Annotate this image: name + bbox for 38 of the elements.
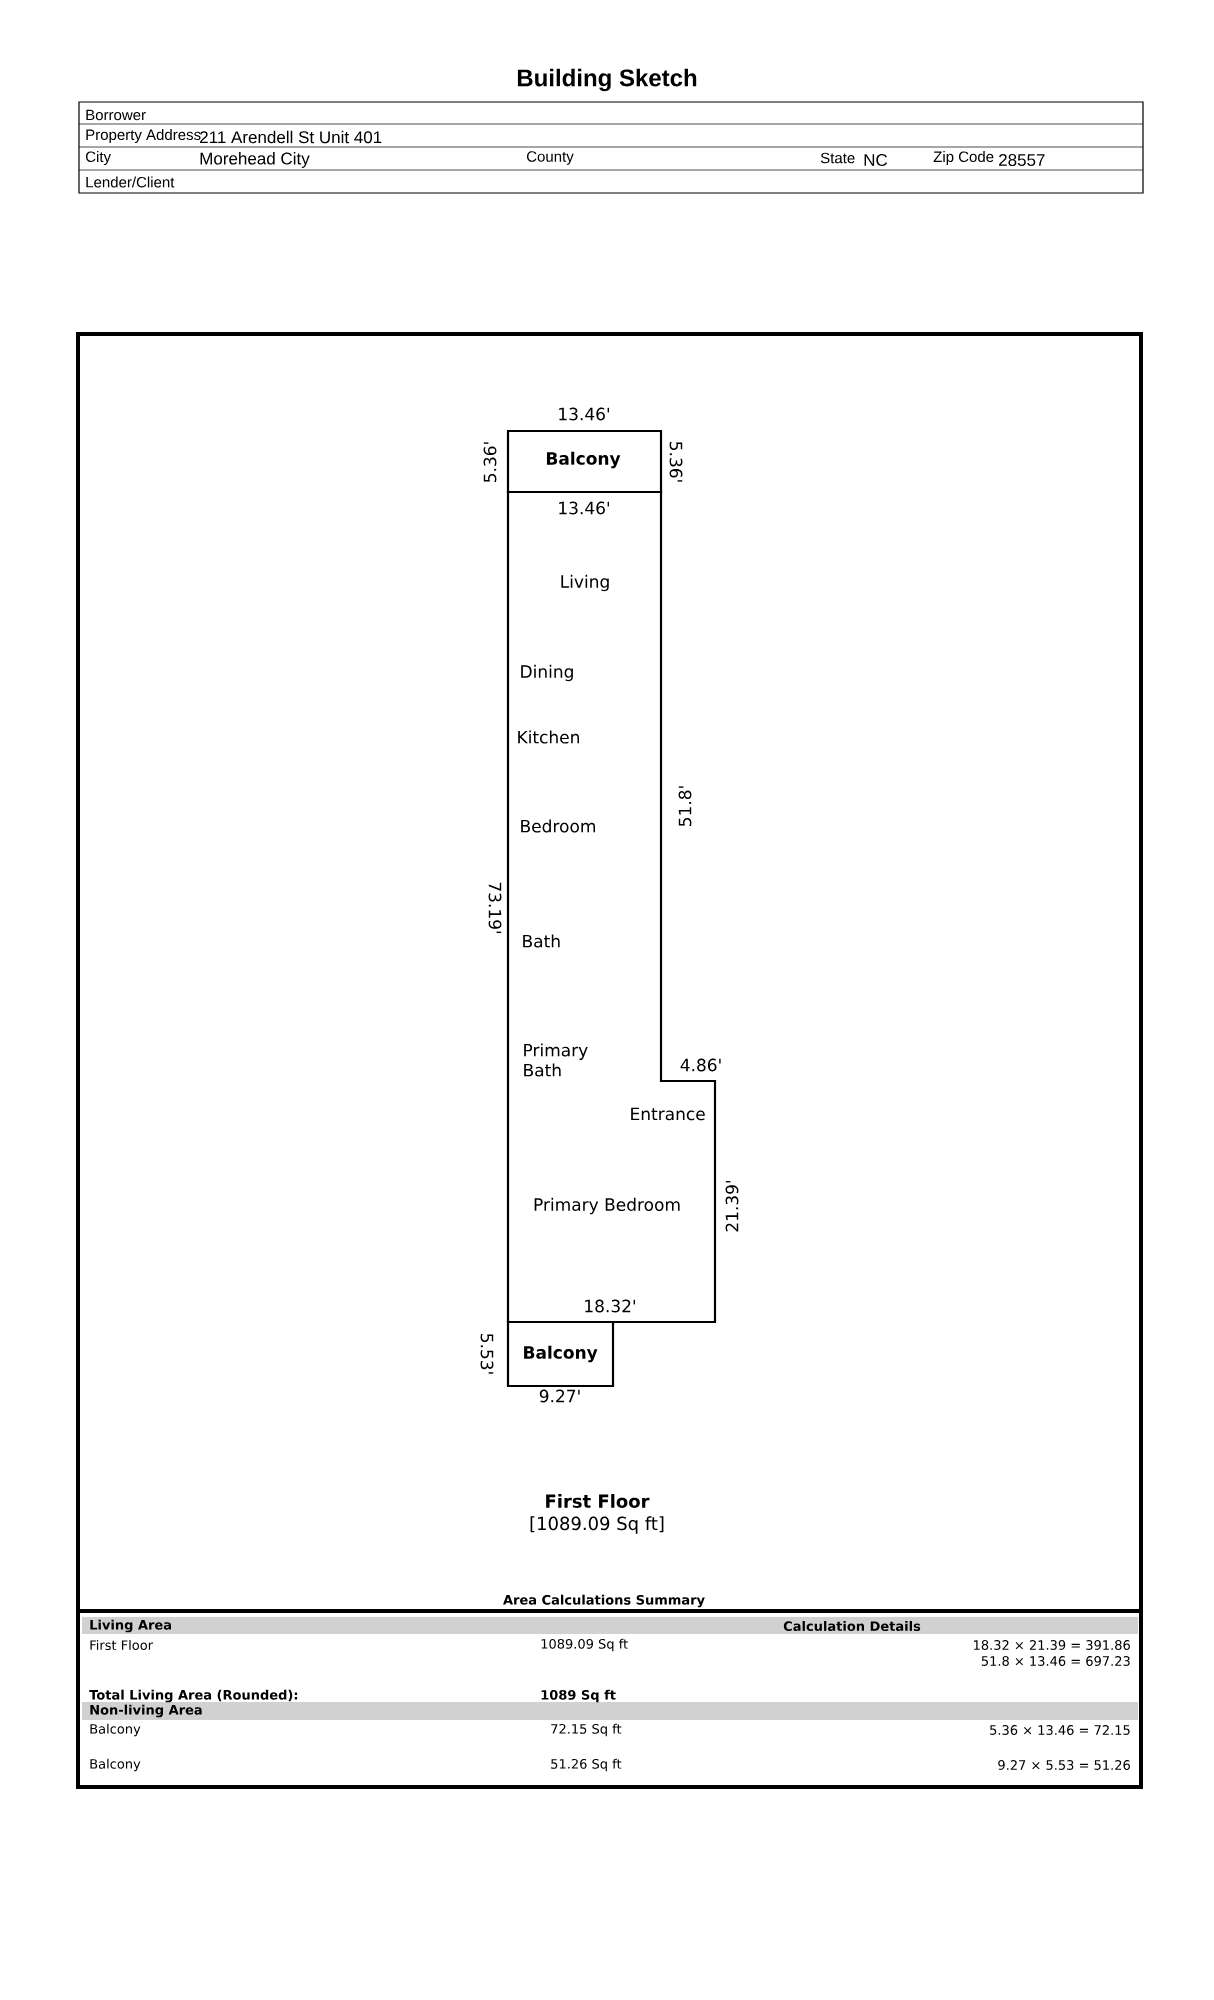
balcony-box: Balcony: [506, 1320, 615, 1388]
table-heading: 1089 Sq ft: [541, 1689, 616, 1703]
table-heading: Total Living Area (Rounded):: [89, 1689, 298, 1703]
table-text: Balcony: [90, 1723, 141, 1737]
dimension-label: 5.36': [483, 442, 497, 482]
table-heading: Calculation Details: [783, 1621, 921, 1632]
field-value: NC: [864, 154, 888, 167]
table-heading: Area Calculations Summary: [503, 1594, 705, 1608]
field-value: 211 Arendell St Unit 401: [200, 130, 382, 144]
field-label: State: [820, 152, 855, 164]
table-heading: Non-living Area: [90, 1704, 202, 1718]
dimension-label: 18.32': [585, 1299, 636, 1313]
table-text: Balcony: [90, 1758, 141, 1772]
table-text: 5.36 × 13.46 = 72.15: [990, 1725, 1130, 1735]
field-value: 28557: [999, 154, 1045, 167]
table-text: First Floor: [90, 1640, 154, 1651]
table-text: 18.32 × 21.39 = 391.86: [974, 1640, 1130, 1650]
field-label: City: [85, 151, 111, 165]
table-text: 51.26 Sq ft: [551, 1758, 622, 1772]
field-label: Zip Code: [933, 151, 994, 165]
table-text: 51.8 × 13.46 = 697.23: [981, 1656, 1130, 1666]
title-text: Building Sketch: [517, 68, 697, 92]
table-text: 9.27 × 5.53 = 51.26: [998, 1760, 1130, 1770]
dimension-label: 5.36': [669, 442, 683, 482]
field-label: Borrower: [86, 109, 146, 121]
field-label: County: [526, 151, 574, 165]
floor-area: [1089.09 Sq ft]: [530, 1516, 664, 1534]
dimension-label: 13.46': [559, 501, 610, 515]
floor-name: First Floor: [546, 1494, 650, 1508]
table-text: 1089.09 Sq ft: [541, 1638, 628, 1652]
table-heading: Living Area: [90, 1619, 171, 1633]
field-value: Morehead City: [200, 152, 310, 168]
field-label: Lender/Client: [86, 176, 175, 188]
dimension-label: 5.53': [480, 1334, 494, 1374]
table-text: 72.15 Sq ft: [551, 1723, 622, 1737]
field-label: Property Address: [86, 129, 201, 143]
balcony-box: Balcony: [506, 429, 663, 494]
dimension-label: 51.8': [678, 786, 692, 826]
